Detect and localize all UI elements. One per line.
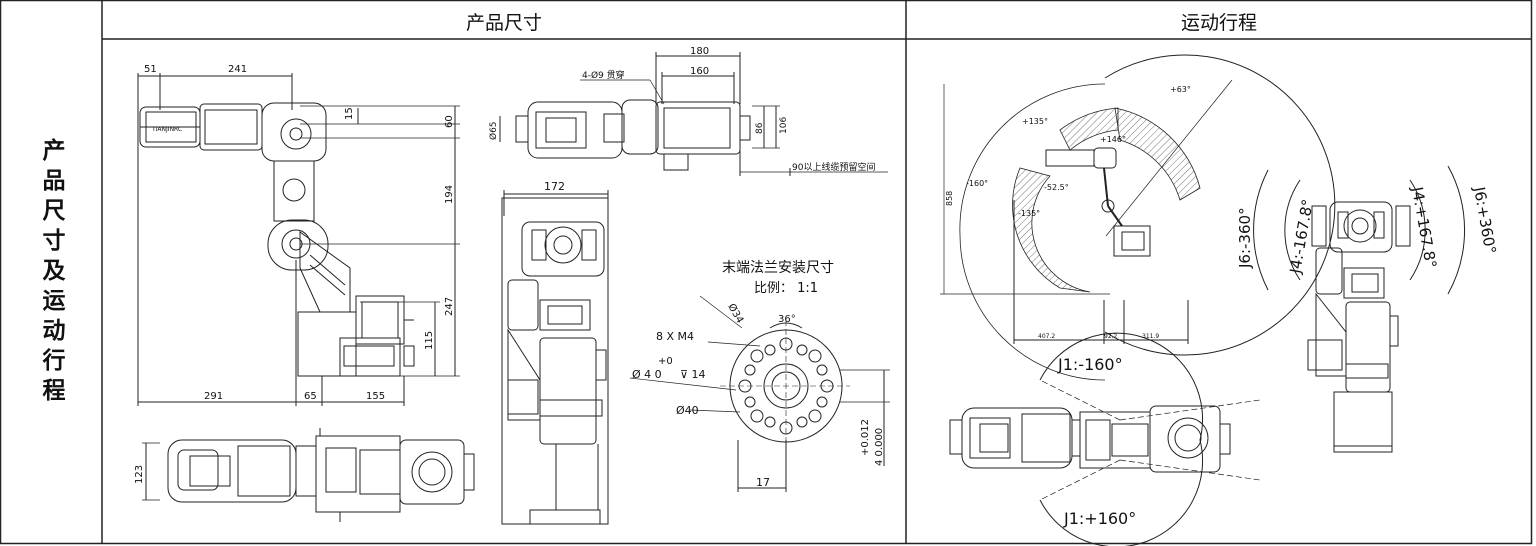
dim-858: 858 (945, 191, 954, 206)
tol-lower: 4 0.000 (874, 428, 885, 466)
dim-d40: Ø40 (676, 404, 699, 417)
angle-minus52: -52.5° (1044, 183, 1069, 192)
screw-spec: 8 X M4 (656, 330, 694, 343)
hole-note: 4-Ø9 贯穿 (582, 69, 625, 81)
tol-upper: +0.012 (860, 419, 871, 456)
angle-minus135: -135° (1018, 209, 1040, 218)
j1-minus-label: J1:-160° (1057, 355, 1123, 374)
dim-d65: Ø65 (488, 121, 499, 140)
dim-106: 106 (779, 117, 789, 134)
dim-291: 291 (204, 391, 223, 402)
dim-311: 311.9 (1142, 333, 1159, 340)
dim-172: 172 (544, 180, 565, 193)
angle-plus135: +135° (1022, 117, 1048, 126)
j6-minus-label: J6:-360° (1236, 207, 1254, 269)
hole-diameter: Ø 4 0 (632, 368, 662, 381)
dim-180: 180 (690, 46, 709, 57)
angle-36: 36° (778, 314, 796, 325)
dim-60: 60 (444, 115, 455, 128)
dim-51: 51 (144, 64, 157, 75)
dimensions-header: 产品尺寸 (465, 12, 542, 34)
hole-depth: ⊽ 14 (680, 368, 706, 381)
dim-86: 86 (755, 122, 765, 134)
flange-title: 末端法兰安装尺寸 (722, 260, 834, 276)
dim-15: 15 (344, 107, 355, 120)
j4-minus-label: J4:-167.8° (1286, 198, 1317, 276)
dim-160: 160 (690, 66, 709, 77)
side-title: 产品尺寸及运动行程 (38, 138, 64, 408)
dim-155: 155 (366, 391, 385, 402)
j4-plus-label: J4:+167.8° (1408, 185, 1440, 270)
workspace-side-view (940, 54, 1336, 381)
dim-115: 115 (424, 331, 435, 350)
dim-407: 407.2 (1038, 333, 1055, 340)
j4-j6-rotation-view (1253, 165, 1466, 453)
angle-plus146: +146° (1100, 135, 1126, 144)
j6-plus-label: J6:+360° (1470, 185, 1500, 256)
angle-minus160: -160° (966, 179, 988, 188)
j1-plus-label: J1:+160° (1063, 509, 1136, 528)
dim-17: 17 (756, 476, 770, 489)
end-flange-detail (629, 295, 890, 492)
cable-space-note: 90以上线缆预留空间 (792, 161, 875, 173)
front-elevation-view (501, 190, 609, 525)
dim-65: 65 (304, 391, 317, 402)
dim-92: 92.2 (1104, 333, 1118, 340)
dim-247: 247 (444, 297, 455, 316)
bottom-plan-view (142, 428, 475, 522)
flange-scale: 比例： 1:1 (754, 281, 818, 296)
angle-plus63: +63° (1170, 85, 1191, 94)
dim-241: 241 (228, 64, 247, 75)
motion-range-header: 运动行程 (1180, 12, 1257, 34)
tol-plus0: +0 (658, 356, 673, 367)
dim-194: 194 (444, 185, 455, 204)
dim-123: 123 (134, 465, 145, 484)
brand-label: TIANJINRC (151, 126, 182, 133)
top-plan-view (499, 52, 888, 176)
side-elevation-view (137, 73, 460, 406)
